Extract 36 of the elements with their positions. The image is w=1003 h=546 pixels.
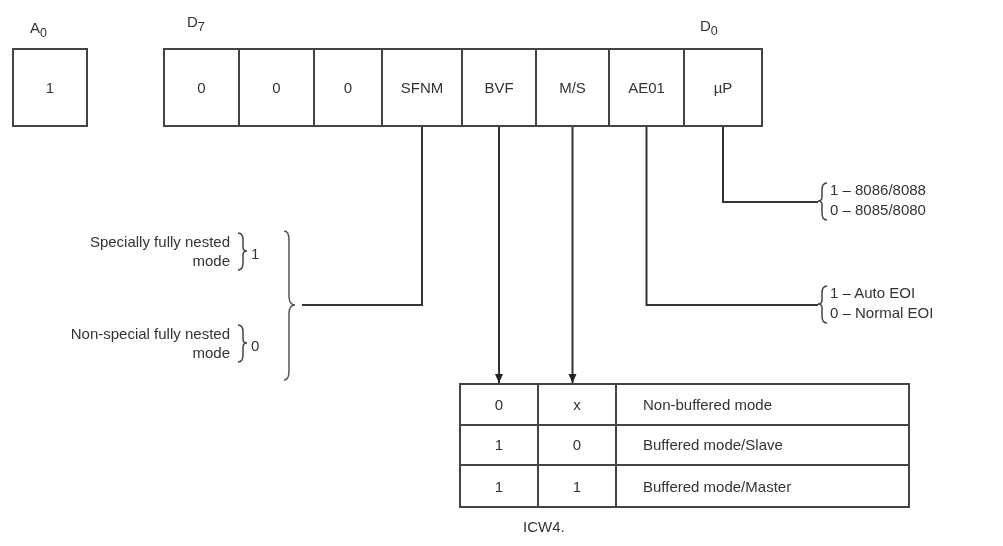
register-bit-cell: AE01 — [608, 48, 685, 127]
buffer-mode-table — [459, 383, 910, 508]
bit-position-label: D$_{7}$ — [187, 12, 205, 36]
bit-position-label: D$_{0}$ — [700, 16, 718, 40]
table-cell: 1 — [539, 465, 617, 507]
figure-caption: ICW4. — [523, 517, 565, 536]
table-cell: 0 — [461, 385, 539, 426]
table-cell: 0 — [539, 425, 617, 467]
table-cell-text: Buffered mode/Master — [642, 476, 793, 497]
register-bit-cell: BVF — [461, 48, 537, 127]
mode-description: Specially fully nested mode — [88, 232, 230, 270]
table-cell: Buffered mode/Slave — [617, 425, 908, 467]
mode-description: Non-special fully nested mode — [70, 324, 230, 362]
register-bit-cell: 0 — [313, 48, 383, 127]
option-text: 1 – Auto EOI — [830, 283, 916, 302]
bit-value: 1 — [251, 244, 260, 263]
option-text: 1 – 8086/8088 — [830, 180, 926, 199]
option-text: 0 – Normal EOI — [830, 303, 934, 322]
connector-line — [722, 126, 819, 203]
address-bit-box: 1 — [12, 48, 88, 127]
table-cell: Non-buffered mode — [617, 385, 908, 426]
option-text: 0 – 8085/8080 — [830, 200, 926, 219]
register-bit-cell: SFNM — [381, 48, 463, 127]
arrow — [568, 126, 577, 384]
table-cell: 1 — [461, 425, 539, 467]
bit-value: 0 — [251, 336, 260, 355]
connector-line — [301, 126, 423, 306]
table-cell: x — [539, 385, 617, 426]
register-bit-cell: 0 — [163, 48, 240, 127]
register-bit-cell: µP — [683, 48, 763, 127]
register-bit-cell: M/S — [535, 48, 610, 127]
table-cell: 1 — [461, 465, 539, 507]
bit-position-label: A$_{0}$ — [30, 18, 47, 42]
connector-line — [645, 126, 819, 306]
arrow — [495, 126, 503, 384]
register-bit-cell: 0 — [238, 48, 315, 127]
